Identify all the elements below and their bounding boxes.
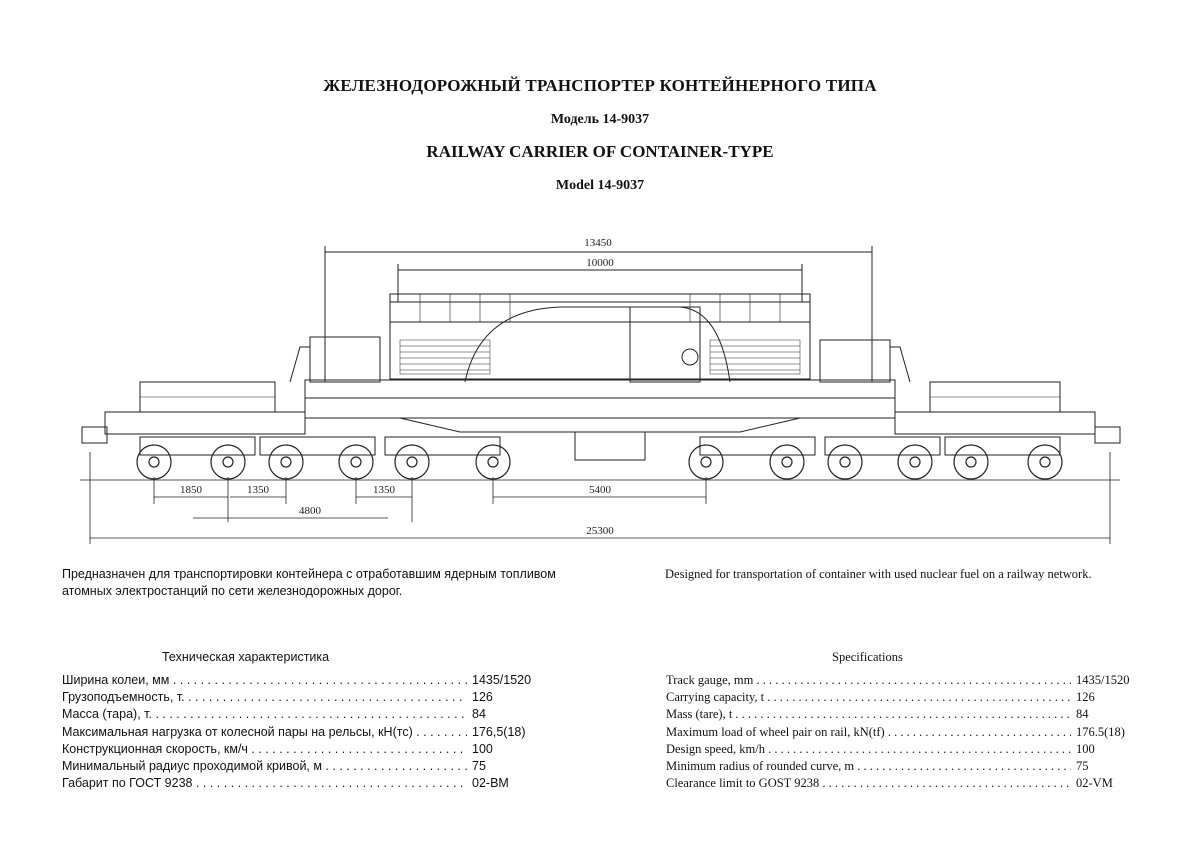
spec-row: Track gauge, mm 1435/1520 xyxy=(666,673,1166,690)
coupler-right xyxy=(1094,426,1121,444)
container-cover xyxy=(389,293,811,380)
description-ru-line2: атомных электростанций по сети железнодо… xyxy=(62,584,403,598)
spec-label: Габарит по ГОСТ 9238 xyxy=(62,776,467,790)
model-ru: Модель 14-9037 xyxy=(550,112,650,127)
dim-1850: 1850 xyxy=(180,484,203,496)
container-body xyxy=(464,306,731,383)
description-ru-line1: Предназначен для транспортировки контейн… xyxy=(62,567,556,581)
specs-ru-table: Ширина колеи, мм 1435/1520 Грузоподъемнос… xyxy=(62,673,562,793)
dim-13450: 13450 xyxy=(584,237,612,249)
spec-value: 176,5(18) xyxy=(472,724,526,739)
wheel-hub xyxy=(406,456,418,468)
dim-5400: 5400 xyxy=(589,484,612,496)
dim-1350-a: 1350 xyxy=(247,484,270,496)
spec-value: 176.5(18) xyxy=(1076,724,1125,739)
wheel-hub xyxy=(350,456,362,468)
spec-row: Clearance limit to GOST 9238 02-VM xyxy=(666,776,1166,793)
spec-value: 75 xyxy=(472,758,486,773)
spec-row: Carrying capacity, t 126 xyxy=(666,690,1166,707)
spec-label: Carrying capacity, t xyxy=(666,690,1071,705)
spec-row: Ширина колеи, мм 1435/1520 xyxy=(62,673,562,690)
spec-row: Максимальная нагрузка от колесной пары н… xyxy=(62,725,562,742)
spec-row: Mass (tare), t 84 xyxy=(666,707,1166,724)
spec-value: 75 xyxy=(1076,758,1089,773)
dim-4800: 4800 xyxy=(299,505,322,517)
coupler-left xyxy=(81,426,108,444)
spec-value: 84 xyxy=(1076,707,1089,722)
spec-label: Максимальная нагрузка от колесной пары н… xyxy=(62,725,467,739)
spec-value: 126 xyxy=(1076,690,1095,705)
specs-ru-heading: Техническая характеристика xyxy=(162,650,330,664)
spec-label: Mass (tare), t xyxy=(666,707,1071,722)
main-beam xyxy=(304,379,896,419)
wheel-hub xyxy=(222,456,234,468)
specs-en-heading: Specifications xyxy=(832,650,903,664)
spec-label: Масса (тара), т. xyxy=(62,707,467,721)
dim-10000: 10000 xyxy=(586,257,614,269)
wheel-hub xyxy=(700,456,712,468)
wheel-hub xyxy=(148,456,160,468)
dim-25300: 25300 xyxy=(586,525,614,537)
specs-en-table: Track gauge, mm 1435/1520 Carrying capaci… xyxy=(666,673,1166,793)
spec-label: Минимальный радиус проходимой кривой, м xyxy=(62,759,467,773)
spec-label: Clearance limit to GOST 9238 xyxy=(666,776,1071,791)
wheel-hub xyxy=(1039,456,1051,468)
spec-label: Конструкционная скорость, км/ч xyxy=(62,742,467,756)
center-box xyxy=(574,431,646,461)
spec-label: Maximum load of wheel pair on rail, kN(t… xyxy=(666,725,1071,740)
spec-label: Design speed, km/h xyxy=(666,742,1071,757)
spec-value: 1435/1520 xyxy=(1076,673,1130,687)
spec-value: 100 xyxy=(1076,741,1095,756)
spec-label: Minimum radius of rounded curve, m xyxy=(666,759,1071,774)
spec-row: Масса (тара), т. 84 xyxy=(62,707,562,724)
spec-value: 100 xyxy=(472,741,493,756)
wheel-hub xyxy=(839,456,851,468)
spec-value: 126 xyxy=(472,690,493,705)
wheel-hub xyxy=(280,456,292,468)
spec-label: Грузоподъемность, т. xyxy=(62,690,467,704)
spec-row: Конструкционная скорость, км/ч 100 xyxy=(62,742,562,759)
spec-value: 1435/1520 xyxy=(472,673,532,687)
wheel-hub xyxy=(909,456,921,468)
description-en: Designed for transportation of container… xyxy=(665,567,1092,581)
spec-row: Minimum radius of rounded curve, m 75 xyxy=(666,759,1166,776)
spec-label: Track gauge, mm xyxy=(666,673,1071,688)
spec-value: 84 xyxy=(472,707,486,722)
spec-row: Габарит по ГОСТ 9238 02-ВМ xyxy=(62,776,562,793)
wheelsets xyxy=(136,444,1063,480)
spec-row: Минимальный радиус проходимой кривой, м 7… xyxy=(62,759,562,776)
page-title-ru: ЖЕЛЕЗНОДОРОЖНЫЙ ТРАНСПОРТЕР КОНТЕЙНЕРНОГ… xyxy=(323,76,877,95)
spec-row: Design speed, km/h 100 xyxy=(666,742,1166,759)
spec-label: Ширина колеи, мм xyxy=(62,673,467,687)
page-title-en: RAILWAY CARRIER OF CONTAINER-TYPE xyxy=(426,142,774,161)
wheel-hub xyxy=(781,456,793,468)
spec-row: Maximum load of wheel pair on rail, kN(t… xyxy=(666,725,1166,742)
carrier-drawing: 13450 10000 1850 1350 1350 5400 4800 253… xyxy=(80,237,1121,544)
wheel-hub xyxy=(965,456,977,468)
dim-1350-b: 1350 xyxy=(373,484,396,496)
model-en: Model 14-9037 xyxy=(555,178,645,193)
wheel-hub xyxy=(487,456,499,468)
spec-value: 02-VM xyxy=(1076,776,1113,791)
spec-row: Грузоподъемность, т. 126 xyxy=(62,690,562,707)
description-ru: Предназначен для транспортировки контейн… xyxy=(62,566,602,600)
spec-value: 02-ВМ xyxy=(472,776,509,791)
